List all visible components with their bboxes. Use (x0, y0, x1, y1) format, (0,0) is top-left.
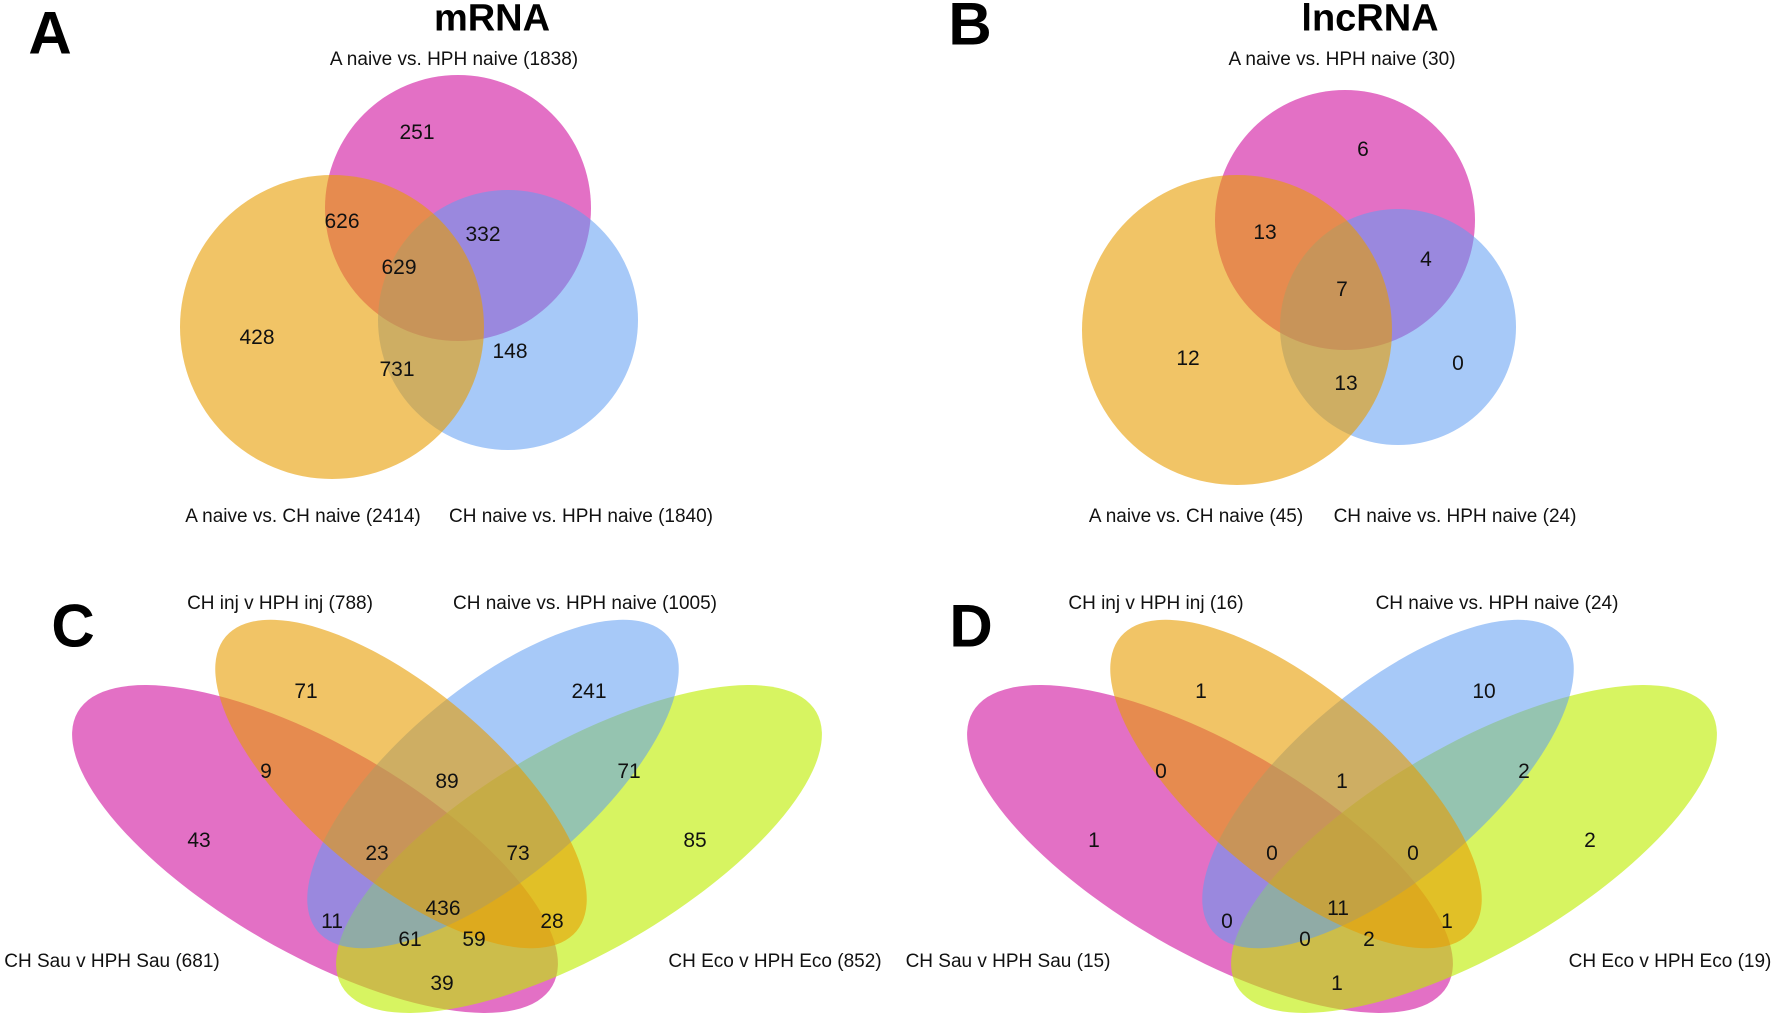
panel-d-count-sau-only: 1 (1088, 829, 1100, 852)
panel-b-label-bottom-right: CH naive vs. HPH naive (24) (1333, 506, 1577, 527)
panel-a-label-bottom-right: CH naive vs. HPH naive (1840) (449, 506, 713, 527)
panel-c-count-sau-naive: 11 (321, 910, 343, 933)
panel-b-title: lncRNA (1301, 0, 1439, 40)
panel-d-count-sau-inj: 0 (1155, 760, 1167, 783)
panel-c-label-inj: CH inj v HPH inj (788) (187, 593, 373, 614)
panel-c-ellipse-eco (336, 685, 822, 1013)
panel-d-count-sau-naive: 0 (1221, 910, 1233, 933)
panel-d-count-sau-naive-eco: 0 (1299, 928, 1311, 951)
panel-b-count-center: 7 (1336, 278, 1348, 301)
panel-b-circle-a-ch (1082, 175, 1392, 485)
panel-b-label-bottom-left: A naive vs. CH naive (45) (1088, 506, 1304, 527)
panel-b-count-bottom: 13 (1334, 372, 1358, 395)
panel-d-count-inj-naive: 1 (1336, 770, 1348, 793)
panel-a-label-top: A naive vs. HPH naive (1838) (329, 49, 579, 70)
panel-d-count-sau-inj-eco: 2 (1363, 928, 1375, 951)
panel-d-label-sau: CH Sau v HPH Sau (15) (905, 951, 1111, 972)
panel-d-count-inj-only: 1 (1195, 680, 1207, 703)
panel-c-count-sau-inj-naive: 23 (365, 842, 389, 865)
panel-d-label-naive: CH naive vs. HPH naive (24) (1375, 593, 1619, 614)
panel-d-letter: D (949, 592, 993, 660)
panel-c-count-sau-naive-eco: 61 (398, 928, 422, 951)
panel-b-count-top-right: 4 (1420, 248, 1432, 271)
panel-a-count-center: 629 (381, 256, 417, 279)
panel-a-count-bottom: 731 (379, 358, 415, 381)
panel-d-ellipse-eco (1231, 685, 1717, 1013)
panel-d-count-naive-eco: 2 (1518, 760, 1530, 783)
panel-d-count-naive-only: 10 (1472, 680, 1496, 703)
panel-c-count-inj-only: 71 (294, 680, 318, 703)
panel-d-count-inj-naive-eco: 0 (1407, 842, 1419, 865)
panel-c-count-inj-eco: 28 (540, 910, 564, 933)
panel-d-count-inj-eco: 1 (1441, 910, 1453, 933)
panel-b-count-top-only: 6 (1357, 138, 1369, 161)
panel-a-count-right-only: 148 (492, 340, 528, 363)
panel-d-label-inj: CH inj v HPH inj (16) (1068, 593, 1244, 614)
panel-a-count-top-left: 626 (324, 210, 360, 233)
panel-b-letter: B (948, 0, 992, 58)
panel-d-ellipse-inj (1110, 619, 1482, 949)
panel-c-count-naive-only: 241 (571, 680, 607, 703)
panel-b-count-left-only: 12 (1176, 347, 1200, 370)
panel-c-count-inj-naive: 89 (435, 770, 459, 793)
panel-a-count-left-only: 428 (239, 326, 275, 349)
panel-c-label-naive: CH naive vs. HPH naive (1005) (453, 593, 717, 614)
panel-c-count-naive-eco: 71 (617, 760, 641, 783)
panel-a-label-bottom-left: A naive vs. CH naive (2414) (185, 506, 421, 527)
panel-d-count-sau-eco: 1 (1331, 972, 1343, 995)
panel-c-count-sau-inj: 9 (260, 760, 272, 783)
panel-c-letter: C (51, 592, 95, 660)
panel-c-count-all-four: 436 (425, 897, 461, 920)
panel-c-count-sau-eco: 39 (430, 972, 454, 995)
panel-c-count-sau-only: 43 (187, 829, 211, 852)
panel-c-label-eco: CH Eco v HPH Eco (852) (668, 951, 882, 972)
panel-d-count-eco-only: 2 (1584, 829, 1596, 852)
panel-d-count-all-four: 11 (1327, 897, 1349, 920)
panel-a-count-top-only: 251 (399, 121, 435, 144)
panel-a-count-top-right: 332 (465, 223, 501, 246)
panel-b-count-right-only: 0 (1452, 352, 1464, 375)
panel-c-ellipse-inj (215, 619, 587, 949)
panel-b-count-top-left: 13 (1253, 221, 1277, 244)
panel-a-circle-a-ch (180, 175, 484, 479)
panel-d-label-eco: CH Eco v HPH Eco (19) (1568, 951, 1772, 972)
panel-d-count-sau-inj-naive: 0 (1266, 842, 1278, 865)
panel-c-count-sau-inj-eco: 59 (462, 928, 486, 951)
panel-c-count-eco-only: 85 (683, 829, 707, 852)
panel-a-letter: A (28, 0, 72, 67)
panel-a-title: mRNA (433, 0, 551, 40)
panel-b-label-top: A naive vs. HPH naive (30) (1228, 49, 1456, 70)
panel-c-label-sau: CH Sau v HPH Sau (681) (4, 951, 220, 972)
panel-c-count-inj-naive-eco: 73 (506, 842, 530, 865)
